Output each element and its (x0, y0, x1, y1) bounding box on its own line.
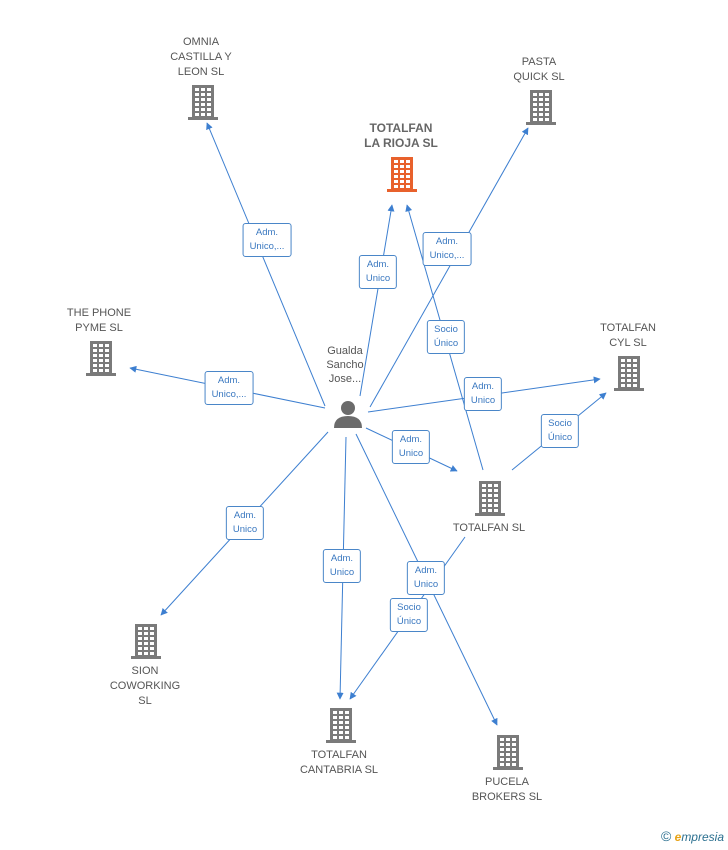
company-label-cyl[interactable]: TOTALFAN CYL SL (600, 322, 656, 349)
edge-label-totalfan-cyl[interactable]: Socio Único (540, 414, 580, 448)
company-sion-building-icon[interactable] (131, 624, 161, 659)
edge-person-rioja (359, 204, 395, 397)
edge-person-omnia (206, 122, 326, 407)
company-label-phone[interactable]: THE PHONE PYME SL (66, 307, 132, 334)
edge-label-person-pucela[interactable]: Adm. Unico (406, 561, 446, 595)
edge-person-pasta (369, 127, 529, 408)
edge-label-person-cyl[interactable]: Adm. Unico (463, 377, 503, 411)
company-label-pasta[interactable]: PASTA QUICK SL (513, 56, 565, 83)
company-label-cantabria[interactable]: TOTALFAN CANTABRIA SL (299, 749, 379, 776)
company-label-totalfan[interactable]: TOTALFAN SL (452, 522, 526, 534)
edges-layer (129, 122, 607, 726)
brand-rest: mpresia (681, 830, 724, 844)
company-label-rioja[interactable]: TOTALFAN LA RIOJA SL (364, 121, 438, 150)
edge-label-totalfan-rioja[interactable]: Socio Único (426, 320, 466, 354)
copyright-icon: © (660, 828, 672, 844)
company-cantabria-building-icon[interactable] (326, 708, 356, 743)
edge-label-person-totalfan[interactable]: Adm. Unico (391, 430, 431, 464)
company-totalfan-building-icon[interactable] (475, 481, 505, 516)
company-cyl-building-icon[interactable] (614, 356, 644, 391)
edge-label-person-pasta[interactable]: Adm. Unico,... (422, 232, 472, 266)
company-pasta-building-icon[interactable] (526, 90, 556, 125)
company-label-sion[interactable]: SION COWORKING SL (109, 665, 181, 707)
person-label[interactable]: Gualda Sancho Jose... (326, 345, 364, 385)
edge-label-person-omnia[interactable]: Adm. Unico,... (242, 223, 292, 257)
edge-label-totalfan-cantabria[interactable]: Socio Único (389, 598, 429, 632)
company-omnia-building-icon[interactable] (188, 85, 218, 120)
brand-initial: e (674, 830, 682, 844)
edge-label-person-sion[interactable]: Adm. Unico (225, 506, 265, 540)
edge-label-person-rioja[interactable]: Adm. Unico (358, 255, 398, 289)
empresia-watermark[interactable]: © empresia (661, 828, 724, 844)
company-rioja-building-icon[interactable] (387, 157, 417, 192)
edge-label-person-phone[interactable]: Adm. Unico,... (204, 371, 254, 405)
person-icon[interactable] (334, 401, 362, 428)
company-phone-building-icon[interactable] (86, 341, 116, 376)
nodes-layer (86, 85, 644, 770)
company-pucela-building-icon[interactable] (493, 735, 523, 770)
edge-label-person-cantabria[interactable]: Adm. Unico (322, 549, 362, 583)
company-label-pucela[interactable]: PUCELA BROKERS SL (471, 776, 543, 803)
company-label-omnia[interactable]: OMNIA CASTILLA Y LEON SL (170, 36, 232, 78)
